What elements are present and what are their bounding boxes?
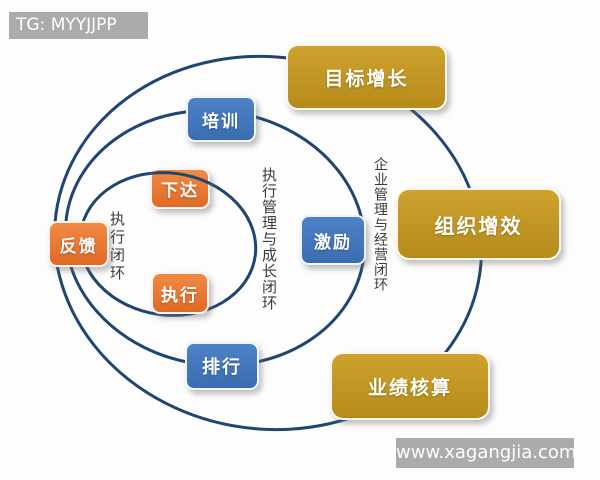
node-label: 执行 bbox=[161, 285, 199, 306]
node-label: 培训 bbox=[202, 111, 240, 132]
node-assign: 下达 bbox=[150, 168, 210, 209]
node-label: 下达 bbox=[161, 181, 199, 201]
node-incentive: 激励 bbox=[300, 215, 366, 265]
node-performance-accounting: 业绩核算 bbox=[330, 352, 490, 420]
ring-label-outer: 企业管理与经营闭环 bbox=[372, 157, 388, 292]
node-execute: 执行 bbox=[151, 272, 209, 314]
node-org-efficiency: 组织增效 bbox=[396, 188, 561, 260]
ring-label-inner: 执行闭环 bbox=[108, 211, 126, 283]
node-label: 排行 bbox=[202, 357, 242, 378]
node-label: 反馈 bbox=[59, 236, 98, 257]
node-feedback: 反馈 bbox=[48, 221, 109, 267]
node-goal-growth: 目标增长 bbox=[286, 44, 447, 110]
watermark-top-left: TG: MYYJJPP bbox=[9, 12, 148, 39]
node-label: 业绩核算 bbox=[367, 376, 452, 399]
node-label: 激励 bbox=[314, 232, 352, 253]
node-training: 培训 bbox=[186, 96, 256, 142]
node-ranking: 排行 bbox=[185, 342, 259, 390]
ring-label-middle: 执行管理与成长闭环 bbox=[260, 167, 278, 311]
node-label: 目标增长 bbox=[324, 67, 409, 90]
node-label: 组织增效 bbox=[434, 213, 523, 238]
watermark-bottom-right: www.xagangjia.com bbox=[396, 438, 576, 468]
